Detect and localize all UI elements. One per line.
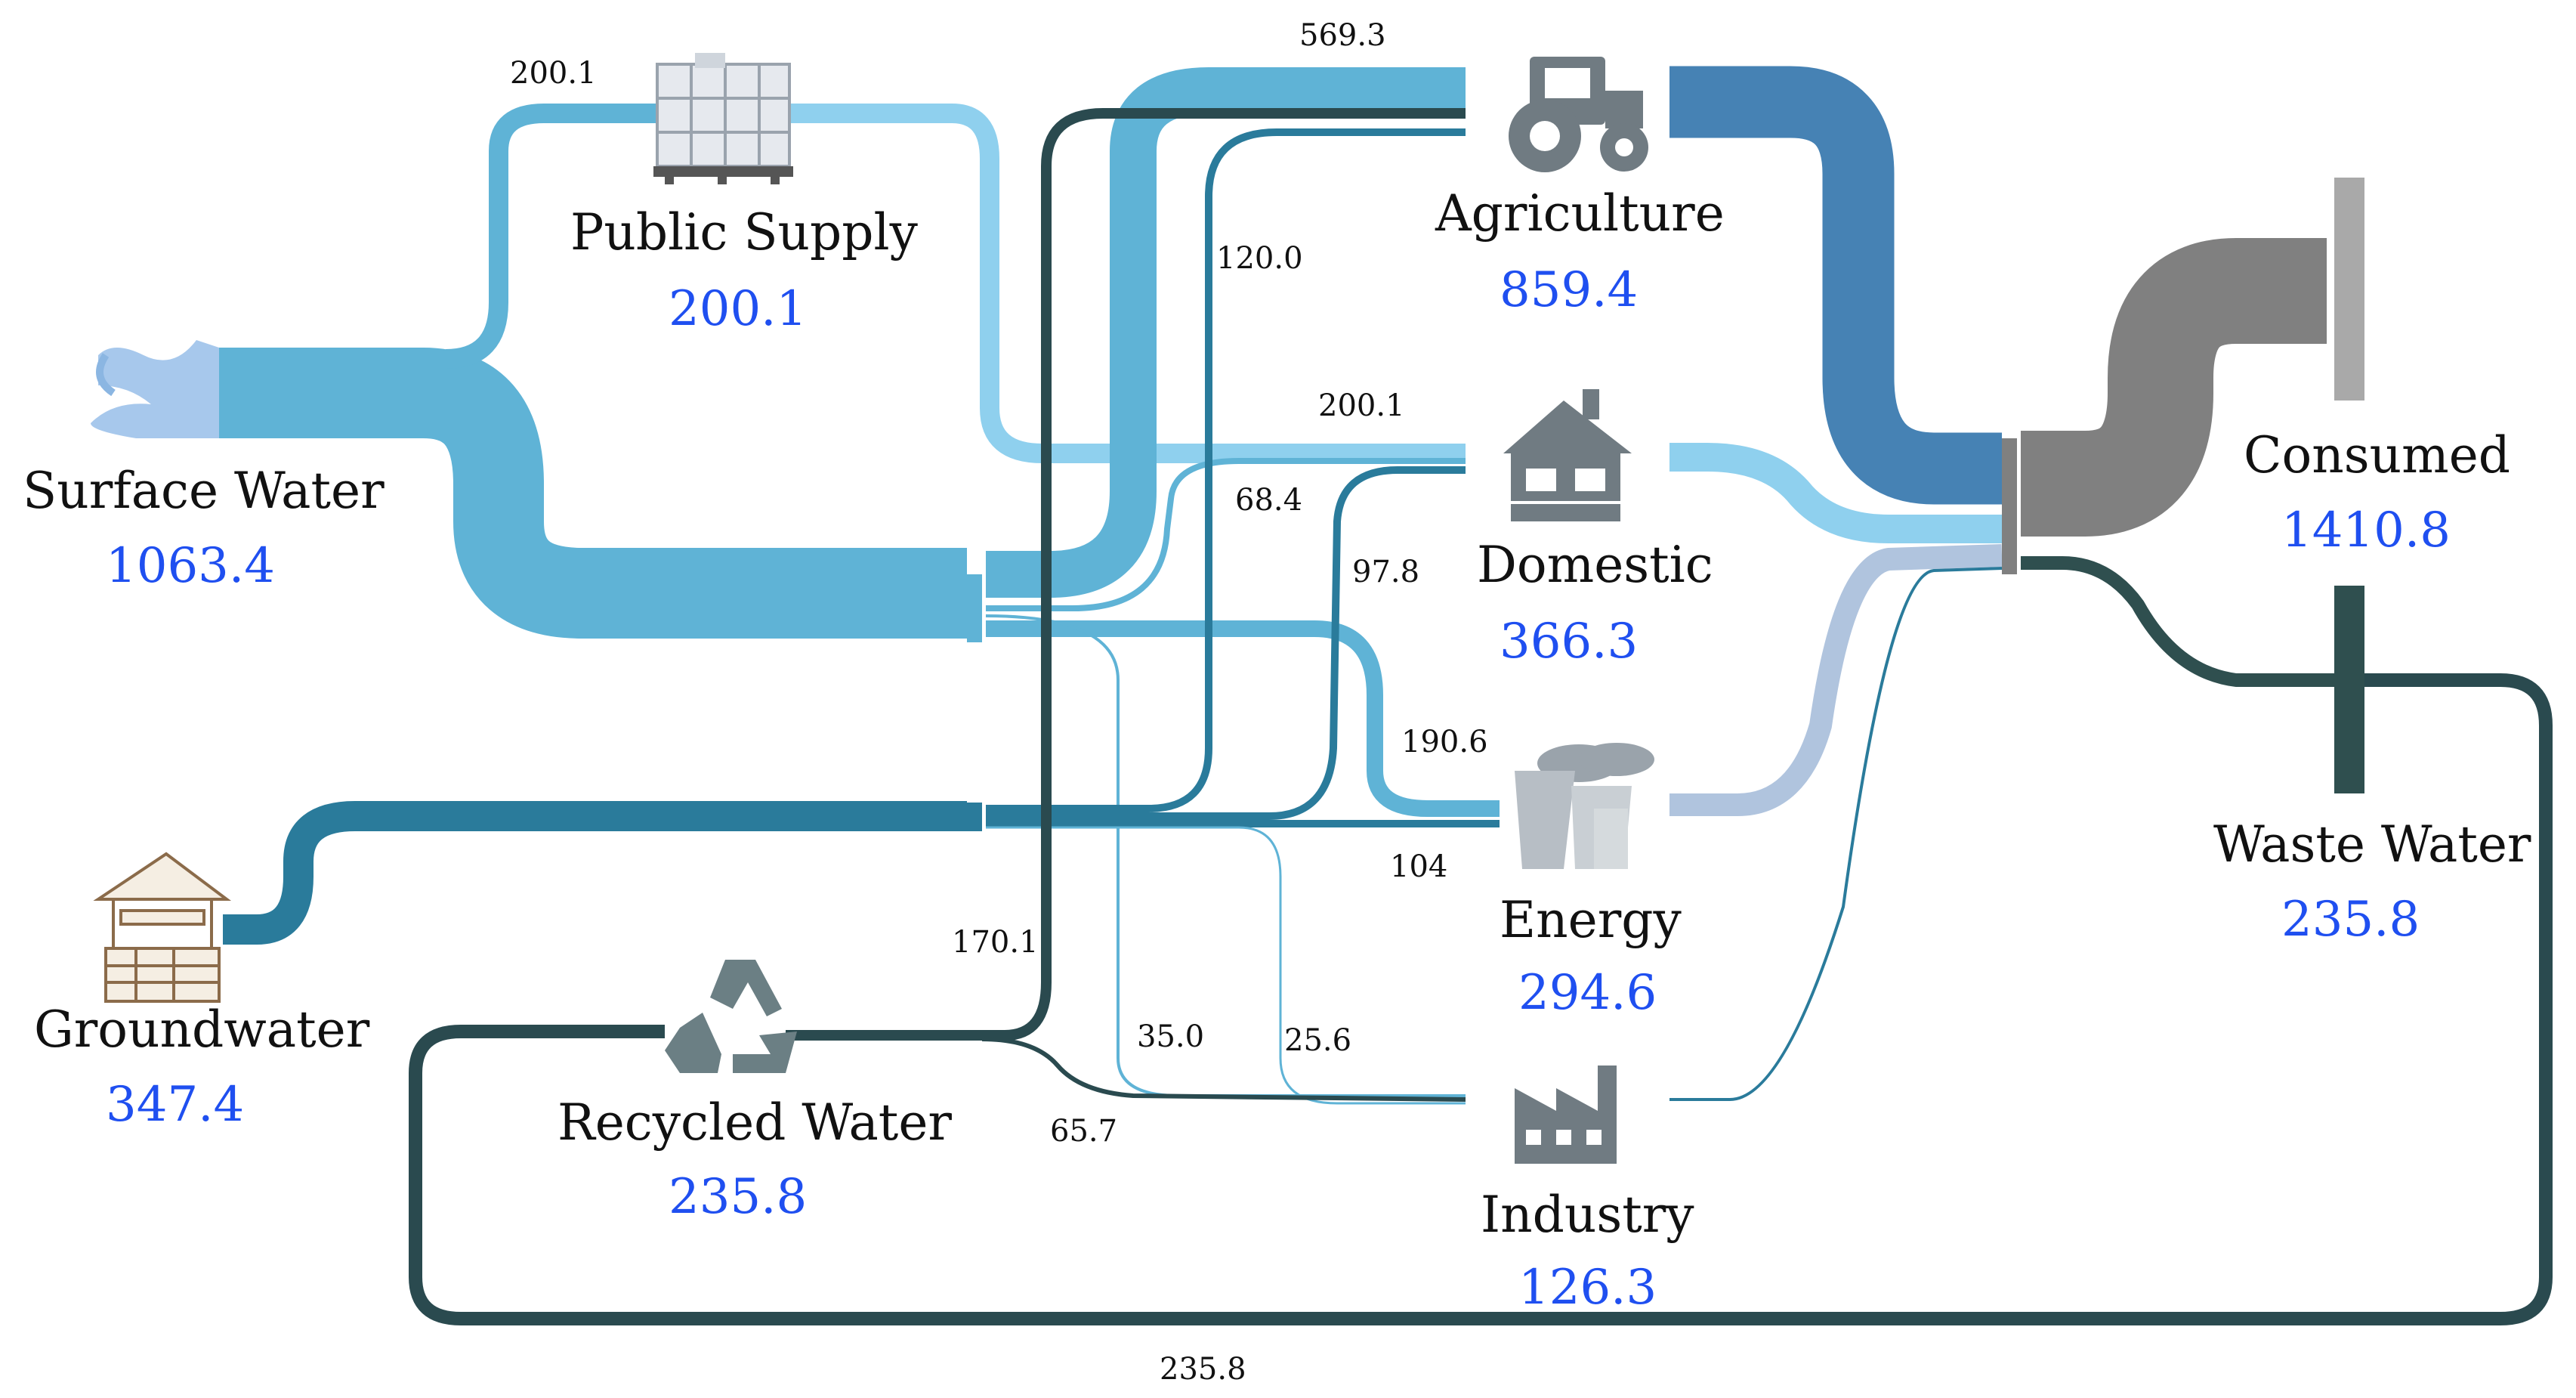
flow-recycled-to-agriculture: [786, 108, 1466, 1041]
flow-label-agriculture-ground: 120.0: [1216, 241, 1303, 276]
well-icon: [93, 852, 231, 1003]
node-value-industry: 126.3: [1518, 1260, 1657, 1316]
node-bar-ground-split: [967, 803, 982, 831]
flow-label-domestic-ground: 97.8: [1352, 555, 1419, 589]
flow-label-domestic-public: 200.1: [1318, 388, 1405, 423]
flow-ground-to-industry: [986, 826, 1466, 1105]
flow-label-domestic-surface: 68.4: [1235, 483, 1302, 518]
flow-surface-to-public: [445, 104, 665, 369]
flow-agriculture-to-consumed: [1669, 66, 2002, 505]
node-value-public-supply: 200.1: [669, 281, 807, 337]
flow-ground-trunk: [223, 801, 967, 945]
flow-surface-trunk: [219, 348, 967, 639]
flow-label-recycle-loop: 235.8: [1160, 1352, 1246, 1387]
node-label-energy: Energy: [1500, 891, 1682, 949]
power-plant-icon: [1515, 743, 1654, 869]
water-spring-icon: [91, 340, 219, 438]
flow-domestic-to-consumed: [1669, 443, 2002, 543]
node-label-public-supply: Public Supply: [570, 203, 919, 261]
node-label-groundwater: Groundwater: [34, 1001, 370, 1059]
flow-label-agriculture-recycled: 170.1: [952, 925, 1039, 960]
node-value-consumed: 1410.8: [2281, 503, 2451, 558]
flow-label-industry-surface: 35.0: [1137, 1019, 1204, 1054]
flow-label-energy-surface: 190.6: [1401, 725, 1488, 759]
node-value-surface-water: 1063.4: [106, 538, 275, 594]
factory-icon: [1515, 1066, 1617, 1164]
node-value-energy: 294.6: [1518, 965, 1657, 1021]
tractor-icon: [1509, 57, 1648, 172]
node-bar-waste[interactable]: [2334, 586, 2364, 793]
flow-label-industry-recycled: 65.7: [1050, 1114, 1117, 1149]
node-label-industry: Industry: [1481, 1186, 1694, 1244]
flow-waste-to-recycled: [409, 673, 2553, 1325]
node-label-recycled-water: Recycled Water: [558, 1093, 952, 1152]
flow-public-to-domestic: [786, 104, 1466, 463]
flow-industry-to-consumed: [1669, 567, 2003, 1101]
node-bar-consumed[interactable]: [2334, 178, 2364, 401]
node-label-waste-water: Waste Water: [2213, 815, 2531, 874]
node-value-groundwater: 347.4: [106, 1077, 244, 1133]
recycle-icon: [665, 960, 797, 1073]
node-value-agriculture: 859.4: [1500, 262, 1638, 318]
flow-recycled-to-industry: [981, 1037, 1466, 1102]
flow-surface-to-energy: [986, 620, 1500, 817]
flow-ground-to-agriculture: [986, 128, 1466, 812]
water-tank-icon: [653, 53, 793, 184]
flow-label-agriculture-surface: 569.3: [1299, 18, 1386, 53]
house-icon: [1503, 389, 1632, 521]
node-value-recycled-water: 235.8: [669, 1169, 807, 1225]
node-bar-junction: [2002, 438, 2017, 574]
node-value-domestic: 366.3: [1500, 614, 1638, 670]
flow-energy-to-consumed: [1669, 544, 2003, 816]
flow-surface-to-agriculture: [986, 67, 1466, 598]
flow-to-consumed: [2021, 238, 2327, 537]
node-bar-surface-split: [967, 574, 982, 642]
flow-to-wastewater: [2021, 556, 2342, 687]
node-label-surface-water: Surface Water: [23, 462, 385, 520]
flow-label-industry-ground: 25.6: [1284, 1023, 1351, 1058]
node-label-agriculture: Agriculture: [1435, 184, 1725, 243]
flow-label-energy-ground: 104: [1390, 849, 1447, 884]
flow-ground-to-domestic: [986, 466, 1466, 820]
node-value-waste-water: 235.8: [2281, 892, 2420, 948]
flow-label-public-supply-in: 200.1: [510, 56, 597, 91]
node-label-consumed: Consumed: [2244, 426, 2510, 484]
node-label-domestic: Domestic: [1477, 536, 1713, 594]
